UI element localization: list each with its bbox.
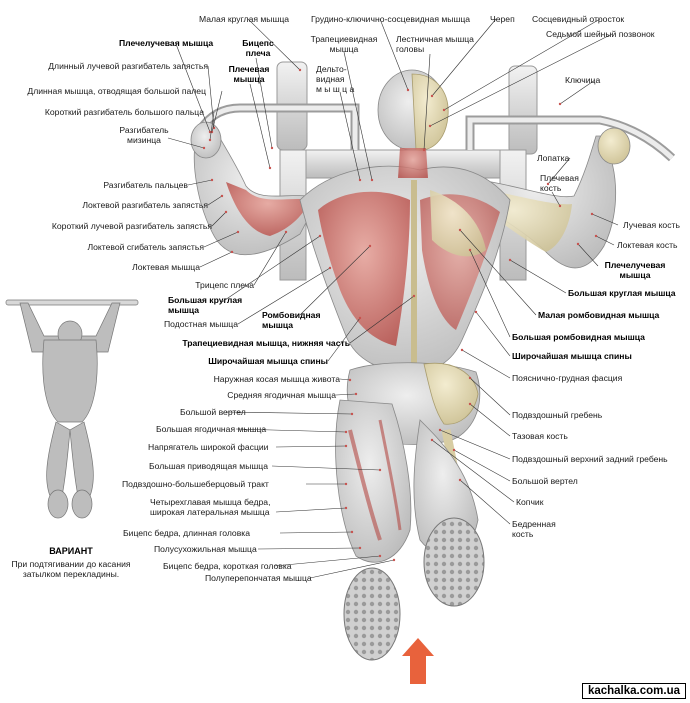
label-loktevaya-kost: Локтевая кость: [617, 240, 678, 250]
label-korotky-luchevoy: Короткий лучевой разгибатель запястья: [51, 221, 212, 231]
label-bolshoy-vertel-left: Большой вертел: [180, 407, 246, 417]
label-kopchik: Копчик: [516, 497, 544, 507]
label-razgib-palcev: Разгибатель пальцев: [103, 180, 188, 190]
label-bolshaya-privod: Большая приводящая мышца: [149, 461, 268, 471]
label-korotky-razgib-palca: Короткий разгибатель большого пальца: [44, 107, 204, 117]
label-malaya-kruglaya: Малая круглая мышца: [199, 14, 290, 24]
label-srednyaya-yagod: Средняя ягодичная мышца: [227, 390, 336, 400]
label-lopatka: Лопатка: [537, 153, 570, 163]
label-malaya-romb: Малая ромбовидная мышца: [538, 310, 660, 320]
label-poyasnichno: Пояснично-грудная фасция: [512, 373, 623, 383]
label-naruzh-kosaya: Наружная косая мышца живота: [213, 374, 340, 384]
label-polusuhozhilnaya: Полусухожильная мышца: [154, 544, 257, 554]
label-poluperepon: Полуперепончатая мышца: [205, 573, 312, 583]
label-romboid-left: Ромбовидная мышца: [262, 310, 321, 330]
label-bolshaya-romb: Большая ромбовидная мышца: [512, 332, 645, 342]
label-loktevaya-myshca: Локтевая мышца: [132, 262, 200, 272]
label-deltovidnaya: Дельто- видная м ы ш ц а: [316, 64, 355, 94]
label-podvzdoshno-trakt: Подвздошно-большеберцовый тракт: [122, 479, 269, 489]
label-trapec-nizh: Трапециевидная мышца, нижняя часть: [182, 338, 350, 348]
label-shirochaishaya-right: Широчайшая мышца спины: [512, 351, 632, 361]
label-biceps-bedra-korot: Бицепс бедра, короткая головка: [163, 561, 292, 571]
label-plechevaya-kost: Плечевая кость: [540, 173, 579, 193]
sneakers: [343, 517, 485, 661]
label-dlinny-luchevoy: Длинный лучевой разгибатель запястья: [48, 61, 208, 71]
label-triceps: Трицепс плеча: [195, 280, 254, 290]
label-plechevaya-top: Плечевая мышца: [228, 64, 270, 84]
label-lestnichnaya: Лестничная мышца головы: [396, 34, 474, 54]
label-dlinnaya-otvod: Длинная мышца, отводящая большой палец: [27, 86, 206, 96]
label-grudino-klyuchichno: Грудино-ключично-сосцевидная мышца: [311, 14, 471, 24]
label-trapecievidnaya: Трапециевидная мышца: [310, 34, 378, 54]
label-plechelucheva-top: Плечелучевая мышца: [119, 38, 214, 48]
label-loktevoy-sgib: Локтевой сгибатель запястья: [87, 242, 204, 252]
up-arrow: [402, 638, 434, 684]
label-tazovaya-kost: Тазовая кость: [512, 431, 568, 441]
label-biceps-bedra-dlin: Бицепс бедра, длинная головка: [123, 528, 251, 538]
label-klyuchica: Ключица: [565, 75, 601, 85]
label-shirochaishaya-left: Широчайшая мышца спины: [208, 356, 328, 366]
label-bedrennaya: Бедренная кость: [512, 519, 556, 539]
label-bolshaya-kruglaya-left: Большая круглая мышца: [168, 295, 243, 315]
label-bolshoy-vertel-right: Большой вертел: [512, 476, 578, 486]
label-cherep: Череп: [490, 14, 515, 24]
label-napryagatel: Напрягатель широкой фасции: [148, 442, 269, 452]
label-soscevidny: Сосцевидный отросток: [532, 14, 625, 24]
label-podvzdoshny-verhny: Подвздошный верхний задний гребень: [512, 454, 668, 464]
label-chetyrehglavaya: Четырехглавая мышца бедра, широкая латер…: [150, 497, 271, 517]
label-bolshaya-kruglaya-right: Большая круглая мышца: [568, 288, 676, 298]
label-bolshaya-yagod: Большая ягодичная мышца: [156, 424, 267, 434]
label-razgib-mizinca: Разгибатель мизинца: [119, 125, 169, 145]
label-biceps-plecha: Бицепс плеча: [242, 38, 274, 58]
variant-text: При подтягивании до касания затылком пер…: [11, 559, 131, 579]
label-podvzdoshny-greben: Подвздошный гребень: [512, 410, 603, 420]
label-podostnaya: Подостная мышца: [163, 319, 238, 329]
label-luchevaya-kost: Лучевая кость: [623, 220, 680, 230]
variant-figure: [5, 299, 139, 519]
label-sedmoy-sheyny: Седьмой шейный позвонок: [546, 29, 655, 39]
label-loktevoy-razgib: Локтевой разгибатель запястья: [82, 200, 208, 210]
site-watermark: kachalka.com.ua: [581, 683, 686, 699]
variant-title: ВАРИАНТ: [49, 546, 93, 556]
label-plechelucheva-right: Плечелучевая мышца: [604, 260, 666, 280]
